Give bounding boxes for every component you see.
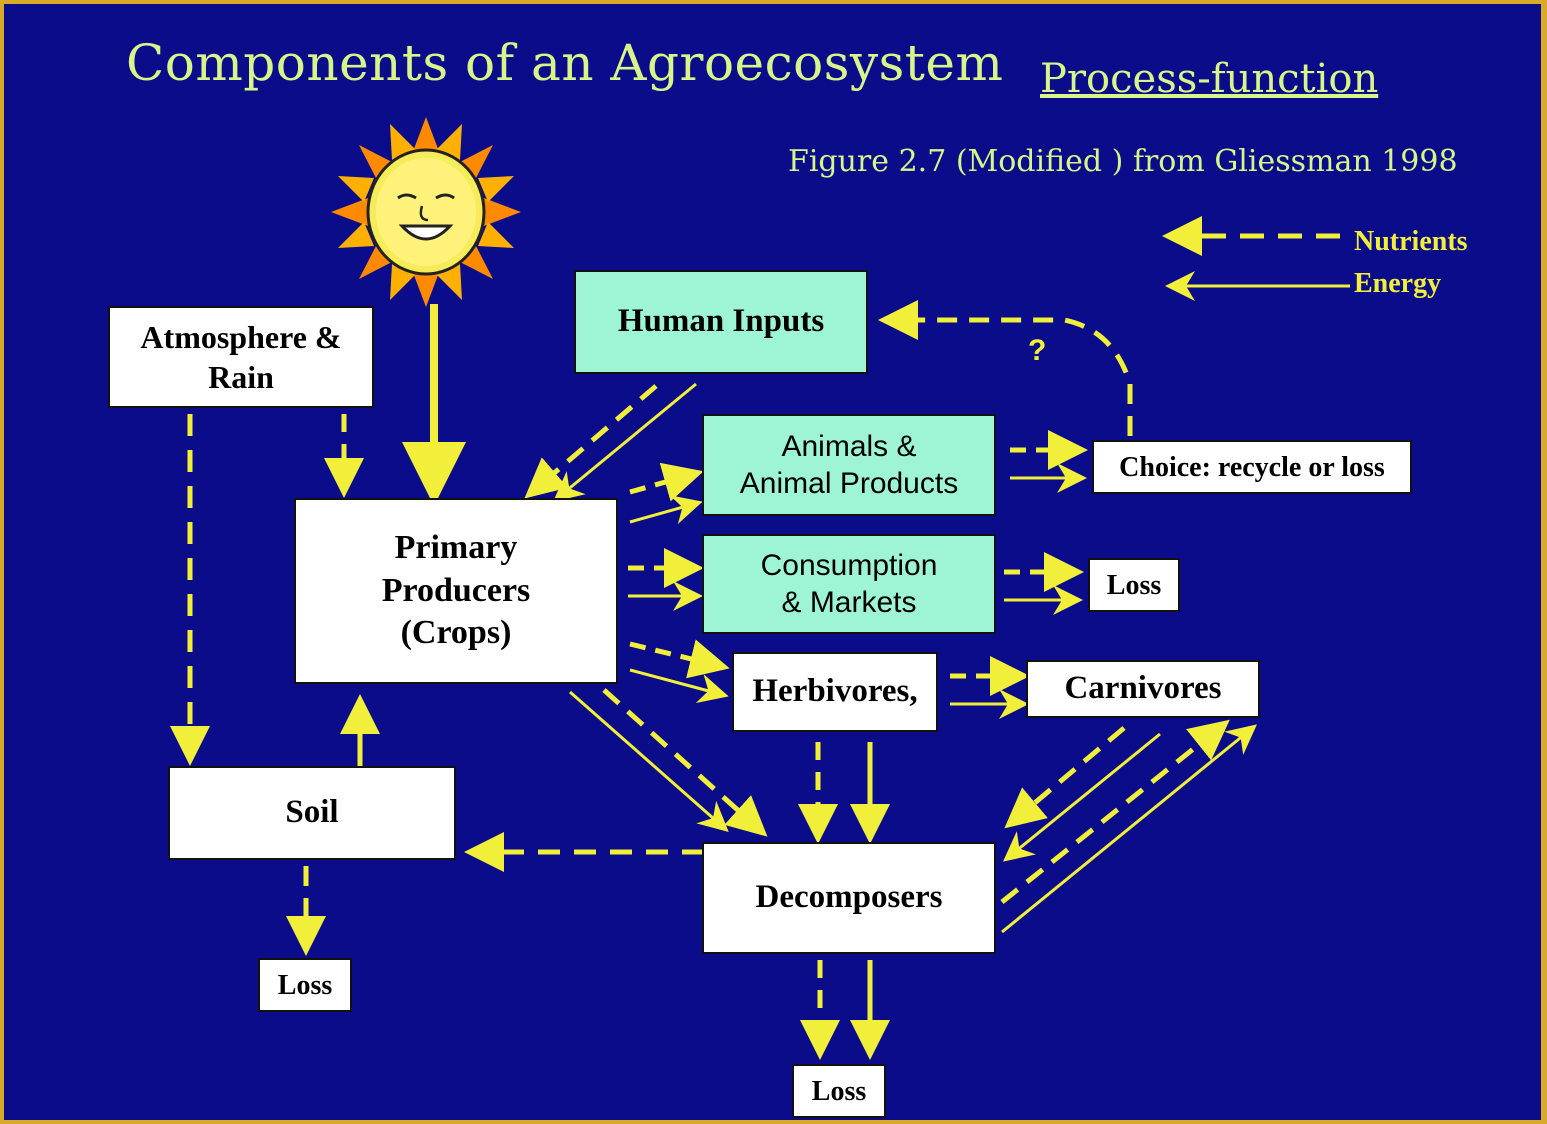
animals-label: Animals & Animal Products (739, 429, 959, 501)
choice-box: Choice: recycle or loss (1092, 440, 1412, 494)
primary-producers-box: Primary Producers (Crops) (294, 498, 618, 684)
loss-decomposers-box: Loss (792, 1064, 886, 1118)
decomposers-label: Decomposers (755, 879, 943, 916)
sun-icon (331, 117, 521, 307)
loss-decomposers-label: Loss (811, 1075, 867, 1107)
figure-reference: Figure 2.7 (Modified ) from Gliessman 19… (788, 144, 1458, 179)
consumption-box: Consumption & Markets (702, 534, 996, 634)
human-inputs-label: Human Inputs (617, 303, 825, 340)
atmosphere-rain-box: Atmosphere & Rain (108, 306, 374, 408)
human-inputs-box: Human Inputs (574, 270, 868, 374)
animals-box: Animals & Animal Products (702, 414, 996, 516)
herbivores-box: Herbivores, (732, 652, 938, 732)
primary-producers-label: Primary Producers (Crops) (381, 529, 531, 652)
consumption-label: Consumption & Markets (760, 548, 938, 620)
slide: Components of an Agroecosystem Process-f… (4, 4, 1541, 1120)
herbivores-label: Herbivores, (752, 673, 918, 710)
loss-consumption-box: Loss (1088, 558, 1180, 612)
soil-label: Soil (285, 794, 339, 831)
loss-consumption-label: Loss (1106, 569, 1162, 601)
legend-nutrients-label: Nutrients (1354, 226, 1468, 257)
legend-energy-label: Energy (1354, 268, 1442, 299)
atmosphere-rain-label: Atmosphere & Rain (140, 319, 342, 395)
choice-label: Choice: recycle or loss (1119, 451, 1385, 483)
soil-box: Soil (168, 766, 456, 860)
loss-soil-label: Loss (277, 969, 333, 1001)
decomposers-box: Decomposers (702, 842, 996, 954)
carnivores-label: Carnivores (1064, 670, 1222, 707)
diagram-arrows (170, 117, 1350, 1060)
page-title: Components of an Agroecosystem (126, 34, 1004, 92)
carnivores-box: Carnivores (1026, 660, 1260, 718)
loss-soil-box: Loss (258, 958, 352, 1012)
page-subtitle: Process-function (1040, 56, 1379, 102)
question-mark: ? (1028, 334, 1047, 367)
